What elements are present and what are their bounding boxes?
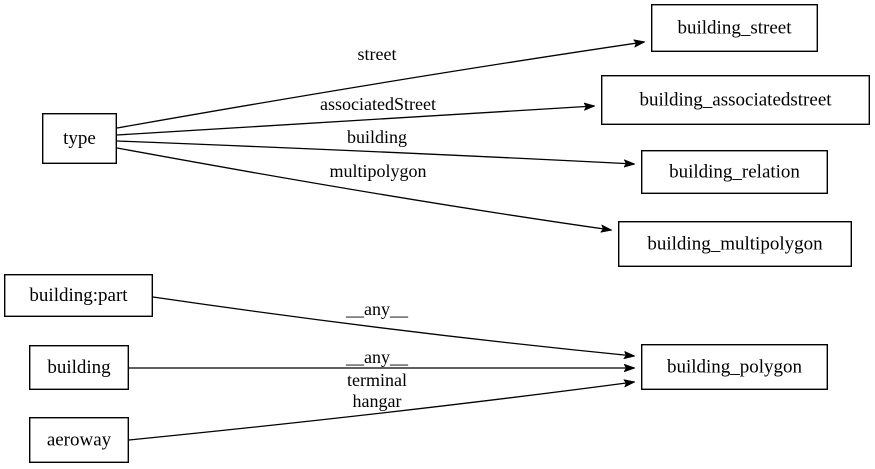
node-box: [29, 345, 129, 391]
edge-label: hangar: [353, 391, 402, 411]
node-aeroway[interactable]: aeroway: [29, 417, 129, 464]
node-building[interactable]: building: [29, 345, 129, 391]
node-label: building: [47, 357, 111, 378]
node-box: [641, 149, 829, 194]
edge-type-to-building_street: [116, 42, 644, 129]
node-building_relation[interactable]: building_relation: [641, 149, 829, 194]
edge-type-to-building_associatedstreet: [116, 106, 594, 136]
edge-label: __any__: [345, 347, 409, 367]
edge-label: street: [358, 44, 397, 64]
edge-label: associatedStreet: [320, 94, 436, 114]
node-box: [651, 3, 819, 52]
edge-building_part-to-building_polygon: [152, 296, 634, 356]
node-label: aeroway: [47, 429, 112, 450]
node-label: building_multipolygon: [647, 233, 823, 254]
edge-label: multipolygon: [329, 161, 426, 181]
edge-label: __any__: [345, 299, 409, 319]
node-box: [29, 417, 129, 464]
node-label: building_polygon: [667, 356, 803, 377]
edge-aeroway-to-building_polygon: [128, 382, 634, 441]
node-building_multipolygon[interactable]: building_multipolygon: [618, 220, 853, 267]
node-building_street[interactable]: building_street: [651, 3, 819, 52]
node-building_polygon[interactable]: building_polygon: [641, 344, 829, 391]
node-label: type: [63, 128, 96, 149]
edge-label: terminal: [347, 370, 407, 390]
edges-layer: [116, 42, 644, 441]
nodes-layer: type building_street building_associatedst…: [3, 3, 871, 464]
node-box: [42, 112, 117, 164]
node-box: [618, 220, 853, 267]
node-label: building_street: [678, 17, 793, 38]
node-label: building_relation: [669, 161, 800, 182]
node-label: building:part: [29, 285, 128, 306]
node-label: building_associatedstreet: [639, 89, 832, 110]
node-box: [3, 274, 154, 318]
node-box: [641, 344, 829, 391]
edge-type-to-building_multipolygon: [116, 147, 611, 230]
node-box: [601, 74, 871, 125]
node-building_associatedstreet[interactable]: building_associatedstreet: [601, 74, 871, 125]
edge-label: building: [347, 127, 407, 147]
edge-labels-layer: street associatedStreet building multipolyg…: [320, 44, 436, 411]
edge-type-to-building_relation: [116, 140, 634, 164]
node-type[interactable]: type: [42, 112, 117, 164]
node-building_part[interactable]: building:part: [3, 274, 154, 318]
